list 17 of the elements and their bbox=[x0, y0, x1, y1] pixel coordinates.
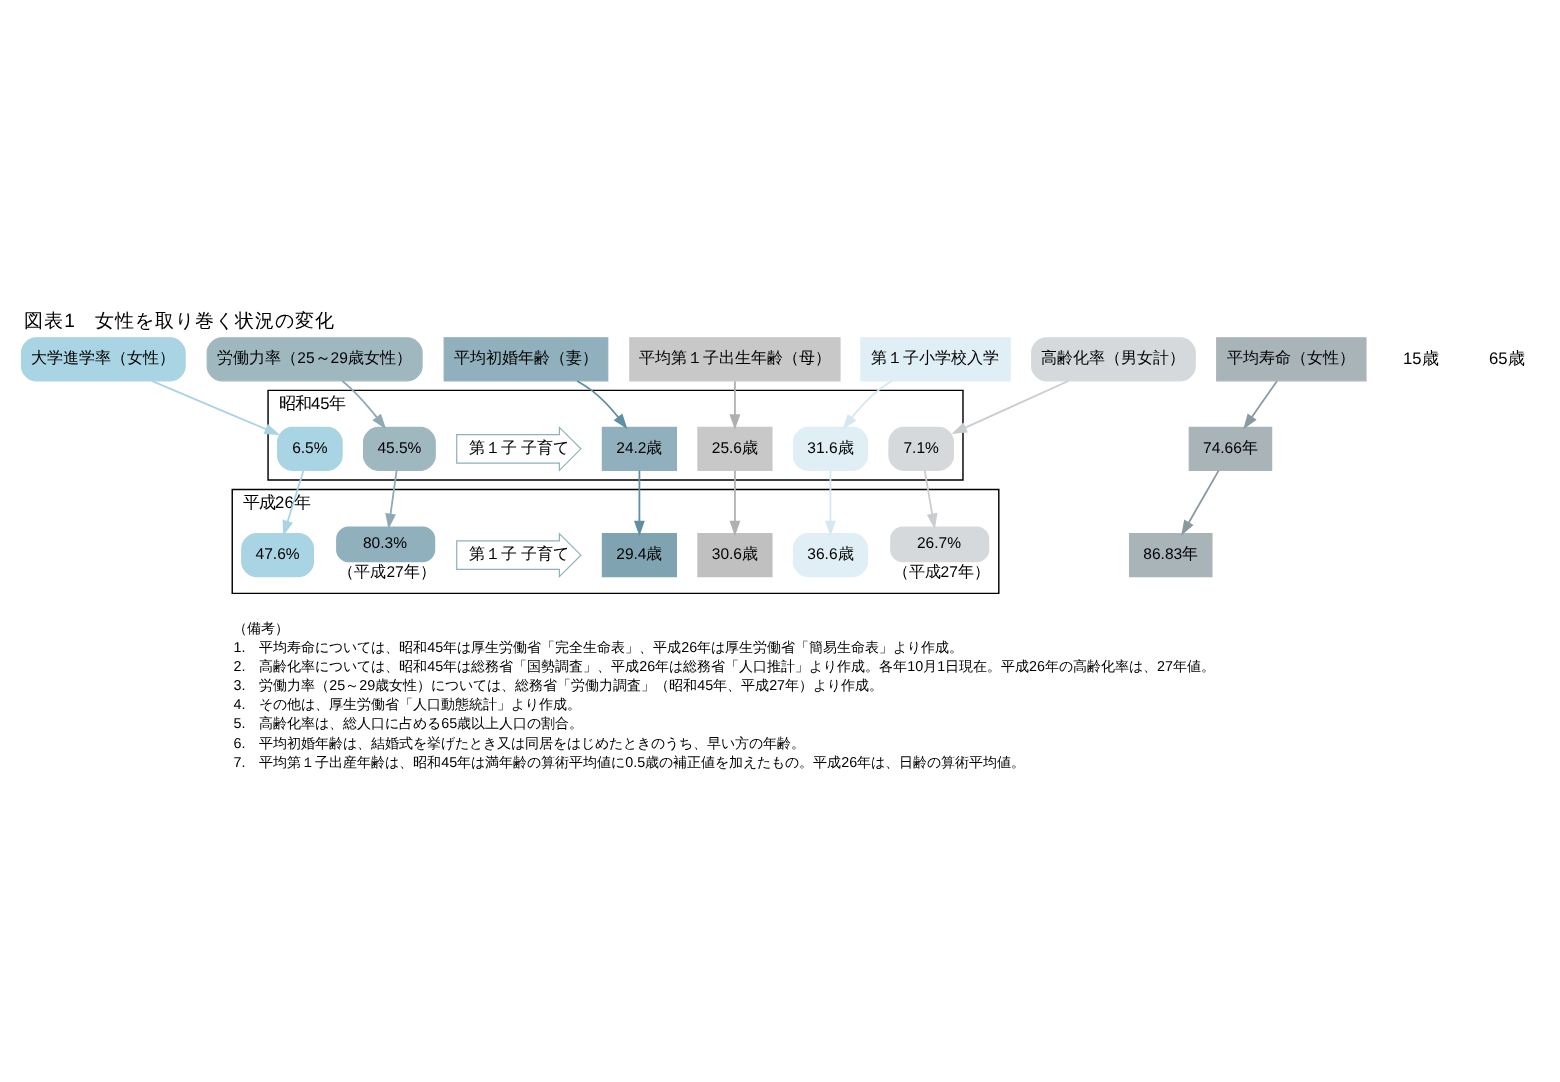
arrow bbox=[825, 468, 836, 536]
arrow bbox=[1181, 468, 1220, 535]
arrow bbox=[729, 468, 741, 536]
arrow bbox=[923, 468, 938, 529]
diagram-title: 図表1 女性を取り巻く状況の変化 bbox=[24, 309, 336, 332]
arrow bbox=[576, 379, 628, 429]
label: 15歳 bbox=[1403, 346, 1438, 367]
arrow bbox=[729, 379, 741, 429]
arrow bbox=[341, 379, 387, 429]
arrow bbox=[842, 379, 893, 429]
arrow bbox=[951, 379, 1070, 433]
arrow bbox=[150, 379, 280, 435]
arrow bbox=[1243, 379, 1278, 429]
arrow bbox=[633, 468, 645, 536]
arrow bbox=[282, 468, 305, 536]
arrow bbox=[385, 468, 398, 529]
label: 65歳 bbox=[1488, 346, 1524, 367]
